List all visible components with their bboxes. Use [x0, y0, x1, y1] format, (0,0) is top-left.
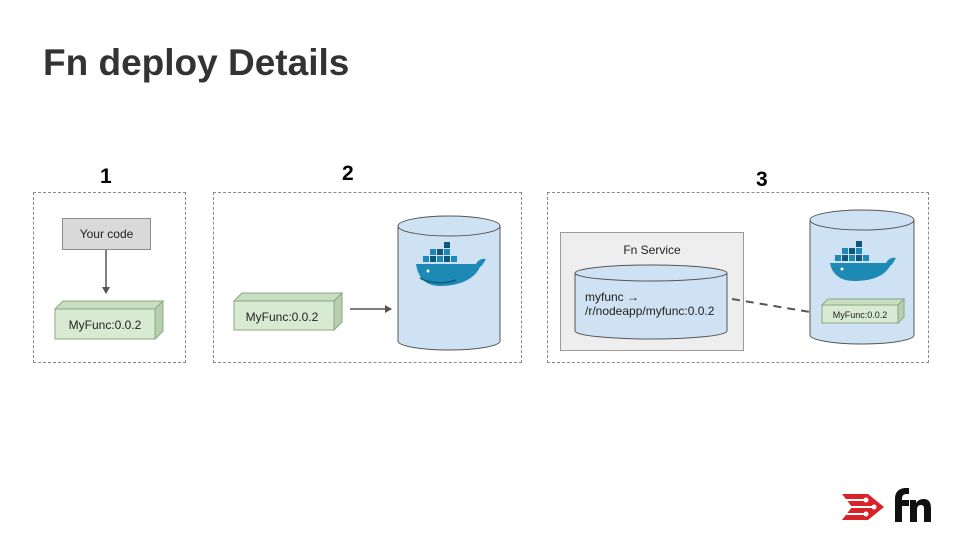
docker-whale-icon [830, 241, 896, 281]
your-code-label: Your code [79, 227, 134, 241]
fn-service-label: Fn Service [623, 243, 681, 257]
docker-whale-icon [416, 242, 486, 286]
docker-registry-step-3: MyFunc:0.0.2 [809, 209, 915, 345]
slide-title: Fn deploy Details [43, 42, 350, 83]
step-2-panel [213, 192, 522, 363]
step-number-2: 2 [342, 162, 354, 185]
docker-registry-step-2 [397, 215, 501, 351]
image-box-step-2: MyFunc:0.0.2 [232, 291, 344, 332]
your-code-box: Your code [62, 218, 151, 250]
step-number-1: 1 [100, 165, 112, 188]
step-3-panel [547, 192, 929, 363]
route-database: myfunc → /r/nodeapp/myfunc:0.0.2 [574, 264, 728, 340]
image-label-step-2: MyFunc:0.0.2 [246, 310, 319, 324]
step-1-panel [33, 192, 186, 363]
image-label-step-1: MyFunc:0.0.2 [69, 318, 142, 332]
route-reference-arrow [731, 298, 817, 316]
route-line-2: /r/nodeapp/myfunc:0.0.2 [585, 304, 715, 318]
image-box-step-1: MyFunc:0.0.2 [53, 299, 165, 341]
step-number-3: 3 [756, 168, 768, 191]
fn-logo-icon [838, 488, 931, 522]
registry-image-label: MyFunc:0.0.2 [833, 310, 888, 320]
route-line-1: myfunc → [585, 290, 639, 304]
